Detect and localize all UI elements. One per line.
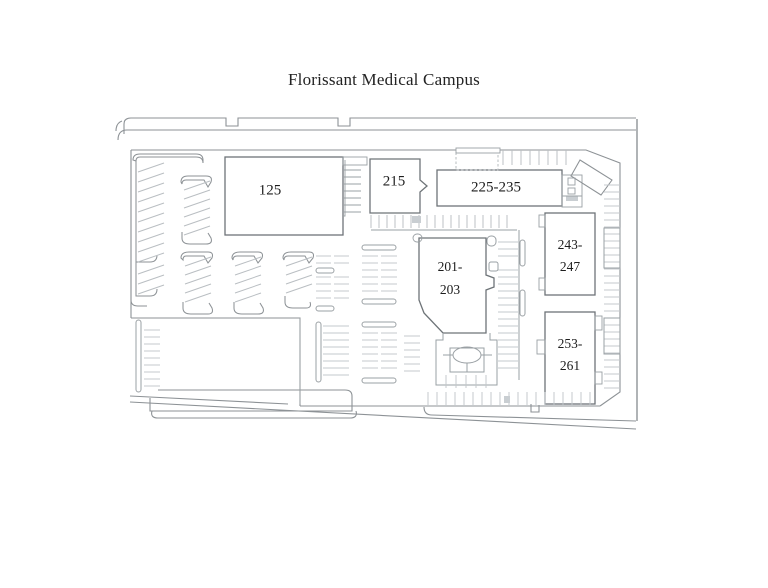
stalls-central-a [362, 255, 397, 369]
building-243-247-label-line1: 243- [558, 237, 583, 252]
building-201-203[interactable]: 201- 203 [412, 233, 495, 334]
stalls-central-b [316, 255, 349, 376]
stalls-central-d [498, 241, 518, 369]
north-access-road [115, 117, 636, 141]
page-title: Florissant Medical Campus [288, 70, 480, 89]
building-243-247-label-line2: 247 [560, 259, 581, 274]
stalls-west-c [234, 256, 262, 303]
stalls-west-south [144, 329, 160, 387]
stalls-south-row [427, 392, 591, 406]
building-225-235[interactable]: 225-235 [436, 147, 583, 208]
building-253-261[interactable]: 253- 261 [536, 311, 603, 405]
building-201-203-label-line1: 201- [438, 259, 463, 274]
building-243-247[interactable]: 243- 247 [538, 212, 596, 296]
building-253-261-label-line1: 253- [558, 336, 583, 351]
stalls-west-d [285, 256, 313, 294]
curb-divider-south [135, 318, 301, 404]
building-253-261-label-line2: 261 [560, 358, 580, 373]
stalls-west-a [137, 162, 165, 295]
parking-lot-west [130, 153, 315, 315]
building-225-235-label: 225-235 [471, 179, 521, 195]
building-125-label: 125 [259, 182, 282, 198]
stalls-central-c [404, 335, 420, 372]
building-215[interactable]: 215 [369, 158, 428, 214]
parking-lot-central [315, 215, 526, 384]
stalls-west-b [183, 180, 212, 303]
building-215-label: 215 [383, 173, 406, 189]
stalls-north-east [502, 150, 567, 165]
island-east [603, 227, 621, 355]
entry-drive-northeast [570, 159, 613, 196]
building-125[interactable]: 125 [224, 156, 368, 236]
parking-lot-east [604, 184, 620, 389]
courtyard-island [435, 333, 498, 386]
stalls-courtyard-south [445, 375, 487, 388]
building-201-203-label-line2: 203 [440, 282, 461, 297]
south-access-road [129, 389, 637, 430]
